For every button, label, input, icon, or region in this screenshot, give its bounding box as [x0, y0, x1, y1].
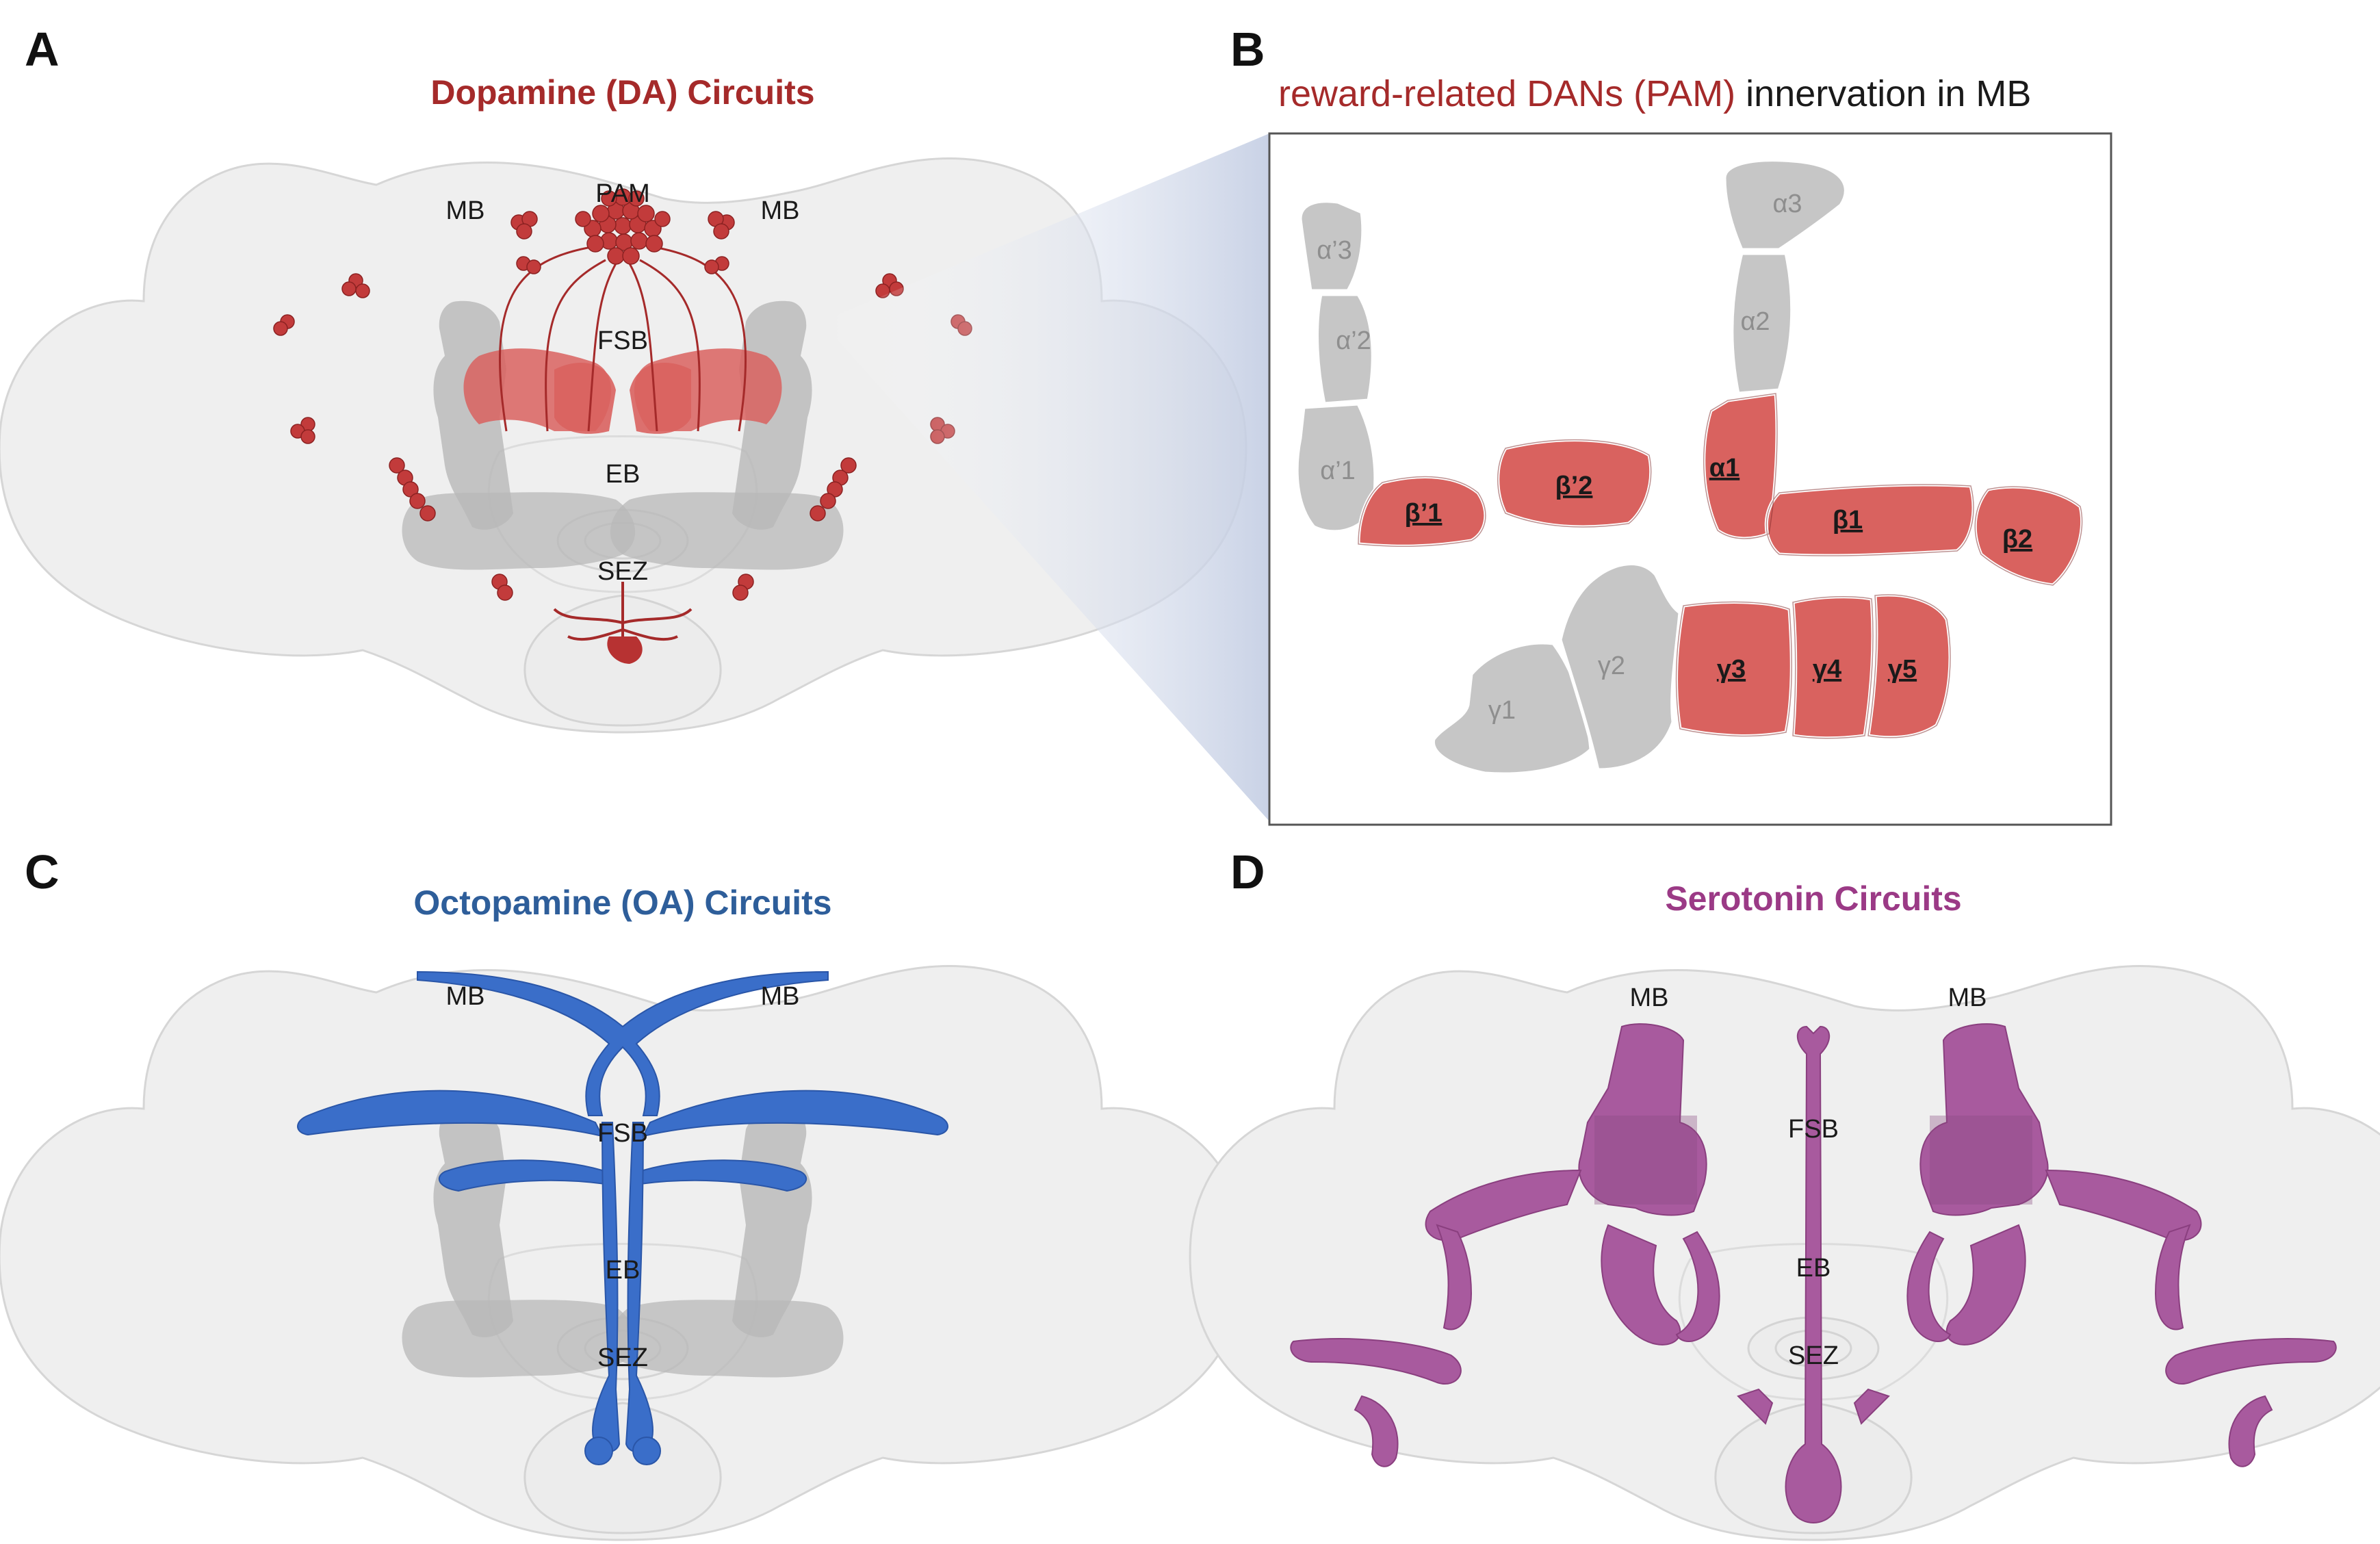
panel-a-eb: EB — [606, 460, 641, 489]
label-beta-prime-2: β’2 — [1555, 472, 1593, 500]
panel-c-sez: SEZ — [597, 1343, 648, 1372]
panel-d-eb: EB — [1796, 1254, 1831, 1283]
panel-d-title: Serotonin Circuits — [1665, 879, 1961, 918]
panel-d-sez: SEZ — [1788, 1341, 1839, 1370]
label-alpha-2: α2 — [1740, 307, 1770, 336]
panel-b: B reward-related DANs (PAM) innervation … — [1230, 23, 2112, 826]
label-gamma-4: γ4 — [1813, 655, 1841, 684]
label-alpha-3: α3 — [1772, 190, 1802, 218]
panel-c-eb: EB — [606, 1256, 641, 1285]
label-gamma-2: γ2 — [1598, 652, 1625, 680]
panel-b-letter: B — [1230, 23, 1265, 76]
label-alpha-prime-2: α’2 — [1336, 326, 1371, 355]
label-beta-2: β2 — [2002, 525, 2032, 554]
panel-d: D Serotonin Circuits — [1189, 845, 2380, 1541]
panel-d-mb-right: MB — [1948, 983, 1987, 1012]
zoom-wedge — [821, 133, 1269, 821]
panel-a: A Dopamine (DA) Circuits — [0, 23, 1247, 734]
panel-c-fsb: FSB — [597, 1119, 648, 1148]
panel-a-pam: PAM — [595, 179, 650, 208]
panel-d-mb-left: MB — [1630, 983, 1669, 1012]
label-alpha-prime-1: α’1 — [1320, 456, 1356, 485]
panel-b-title: reward-related DANs (PAM) innervation in… — [1278, 73, 2031, 114]
panel-b-title-highlight: reward-related DANs (PAM) — [1278, 73, 1735, 114]
panel-a-mb-left: MB — [446, 196, 485, 225]
label-beta-1: β1 — [1833, 506, 1863, 535]
label-beta-prime-1: β’1 — [1405, 499, 1443, 528]
panel-c-title: Octopamine (OA) Circuits — [413, 884, 831, 922]
panel-a-sez: SEZ — [597, 557, 648, 586]
label-gamma-5: γ5 — [1888, 655, 1917, 684]
panel-a-fsb: FSB — [597, 326, 648, 355]
label-gamma-1: γ1 — [1488, 696, 1516, 725]
panel-c: C Octopamine (OA) Circuits MB — [0, 845, 1247, 1541]
panel-a-mb-right: MB — [761, 196, 800, 225]
panel-d-fsb: FSB — [1788, 1115, 1839, 1144]
panel-c-mb-right: MB — [761, 982, 800, 1011]
label-alpha-1: α1 — [1709, 454, 1740, 483]
label-gamma-3: γ3 — [1717, 655, 1746, 684]
panel-a-title: Dopamine (DA) Circuits — [430, 73, 814, 112]
panel-c-letter: C — [25, 845, 60, 899]
panel-d-letter: D — [1230, 845, 1265, 899]
panel-b-title-rest: innervation in MB — [1735, 73, 2031, 114]
panel-a-letter: A — [25, 23, 60, 76]
label-alpha-prime-3: α’3 — [1317, 236, 1352, 265]
panel-c-mb-left: MB — [446, 982, 485, 1011]
